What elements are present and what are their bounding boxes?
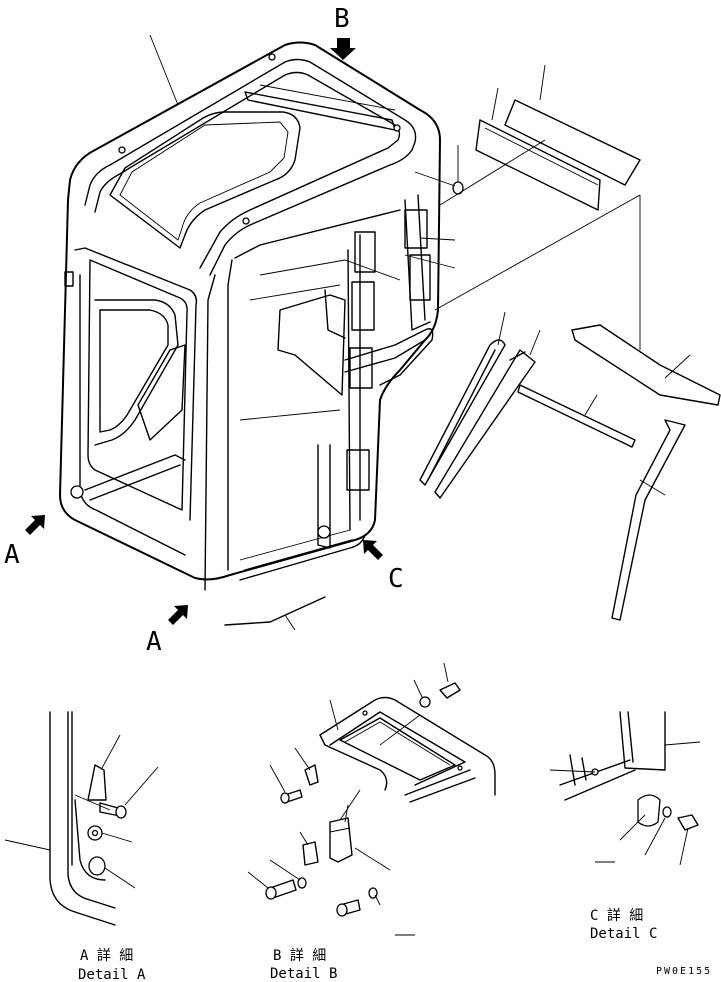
- view-arrow-b: [330, 38, 356, 60]
- detail-b-title-jp: B 詳 細: [273, 948, 326, 964]
- detail-a-title-jp: A 詳 細: [80, 948, 133, 964]
- view-label-c: C: [388, 564, 404, 594]
- seal-strips: [419, 311, 721, 621]
- view-label-b: B: [334, 4, 350, 34]
- detail-b-title-en: Detail B: [270, 966, 337, 982]
- view-label-a-left: A: [4, 540, 20, 570]
- detail-c-title-jp: C 詳 細: [590, 908, 643, 924]
- cab-frame: [59, 41, 441, 591]
- floor-strip: [224, 596, 326, 631]
- detail-a-title-en: Detail A: [78, 967, 146, 982]
- drawing-code: PW0E155: [656, 966, 712, 977]
- view-arrow-a-left: [25, 515, 45, 535]
- view-label-a-bottom: A: [146, 627, 162, 657]
- view-arrow-a-bottom: [168, 605, 188, 625]
- view-arrow-c: [363, 540, 383, 560]
- detail-c-title-en: Detail C: [590, 926, 657, 942]
- detail-c-drawing: [549, 711, 701, 866]
- detail-a-drawing: [4, 711, 159, 926]
- roof-glass-parts: [404, 64, 641, 350]
- detail-b-drawing: [247, 662, 496, 936]
